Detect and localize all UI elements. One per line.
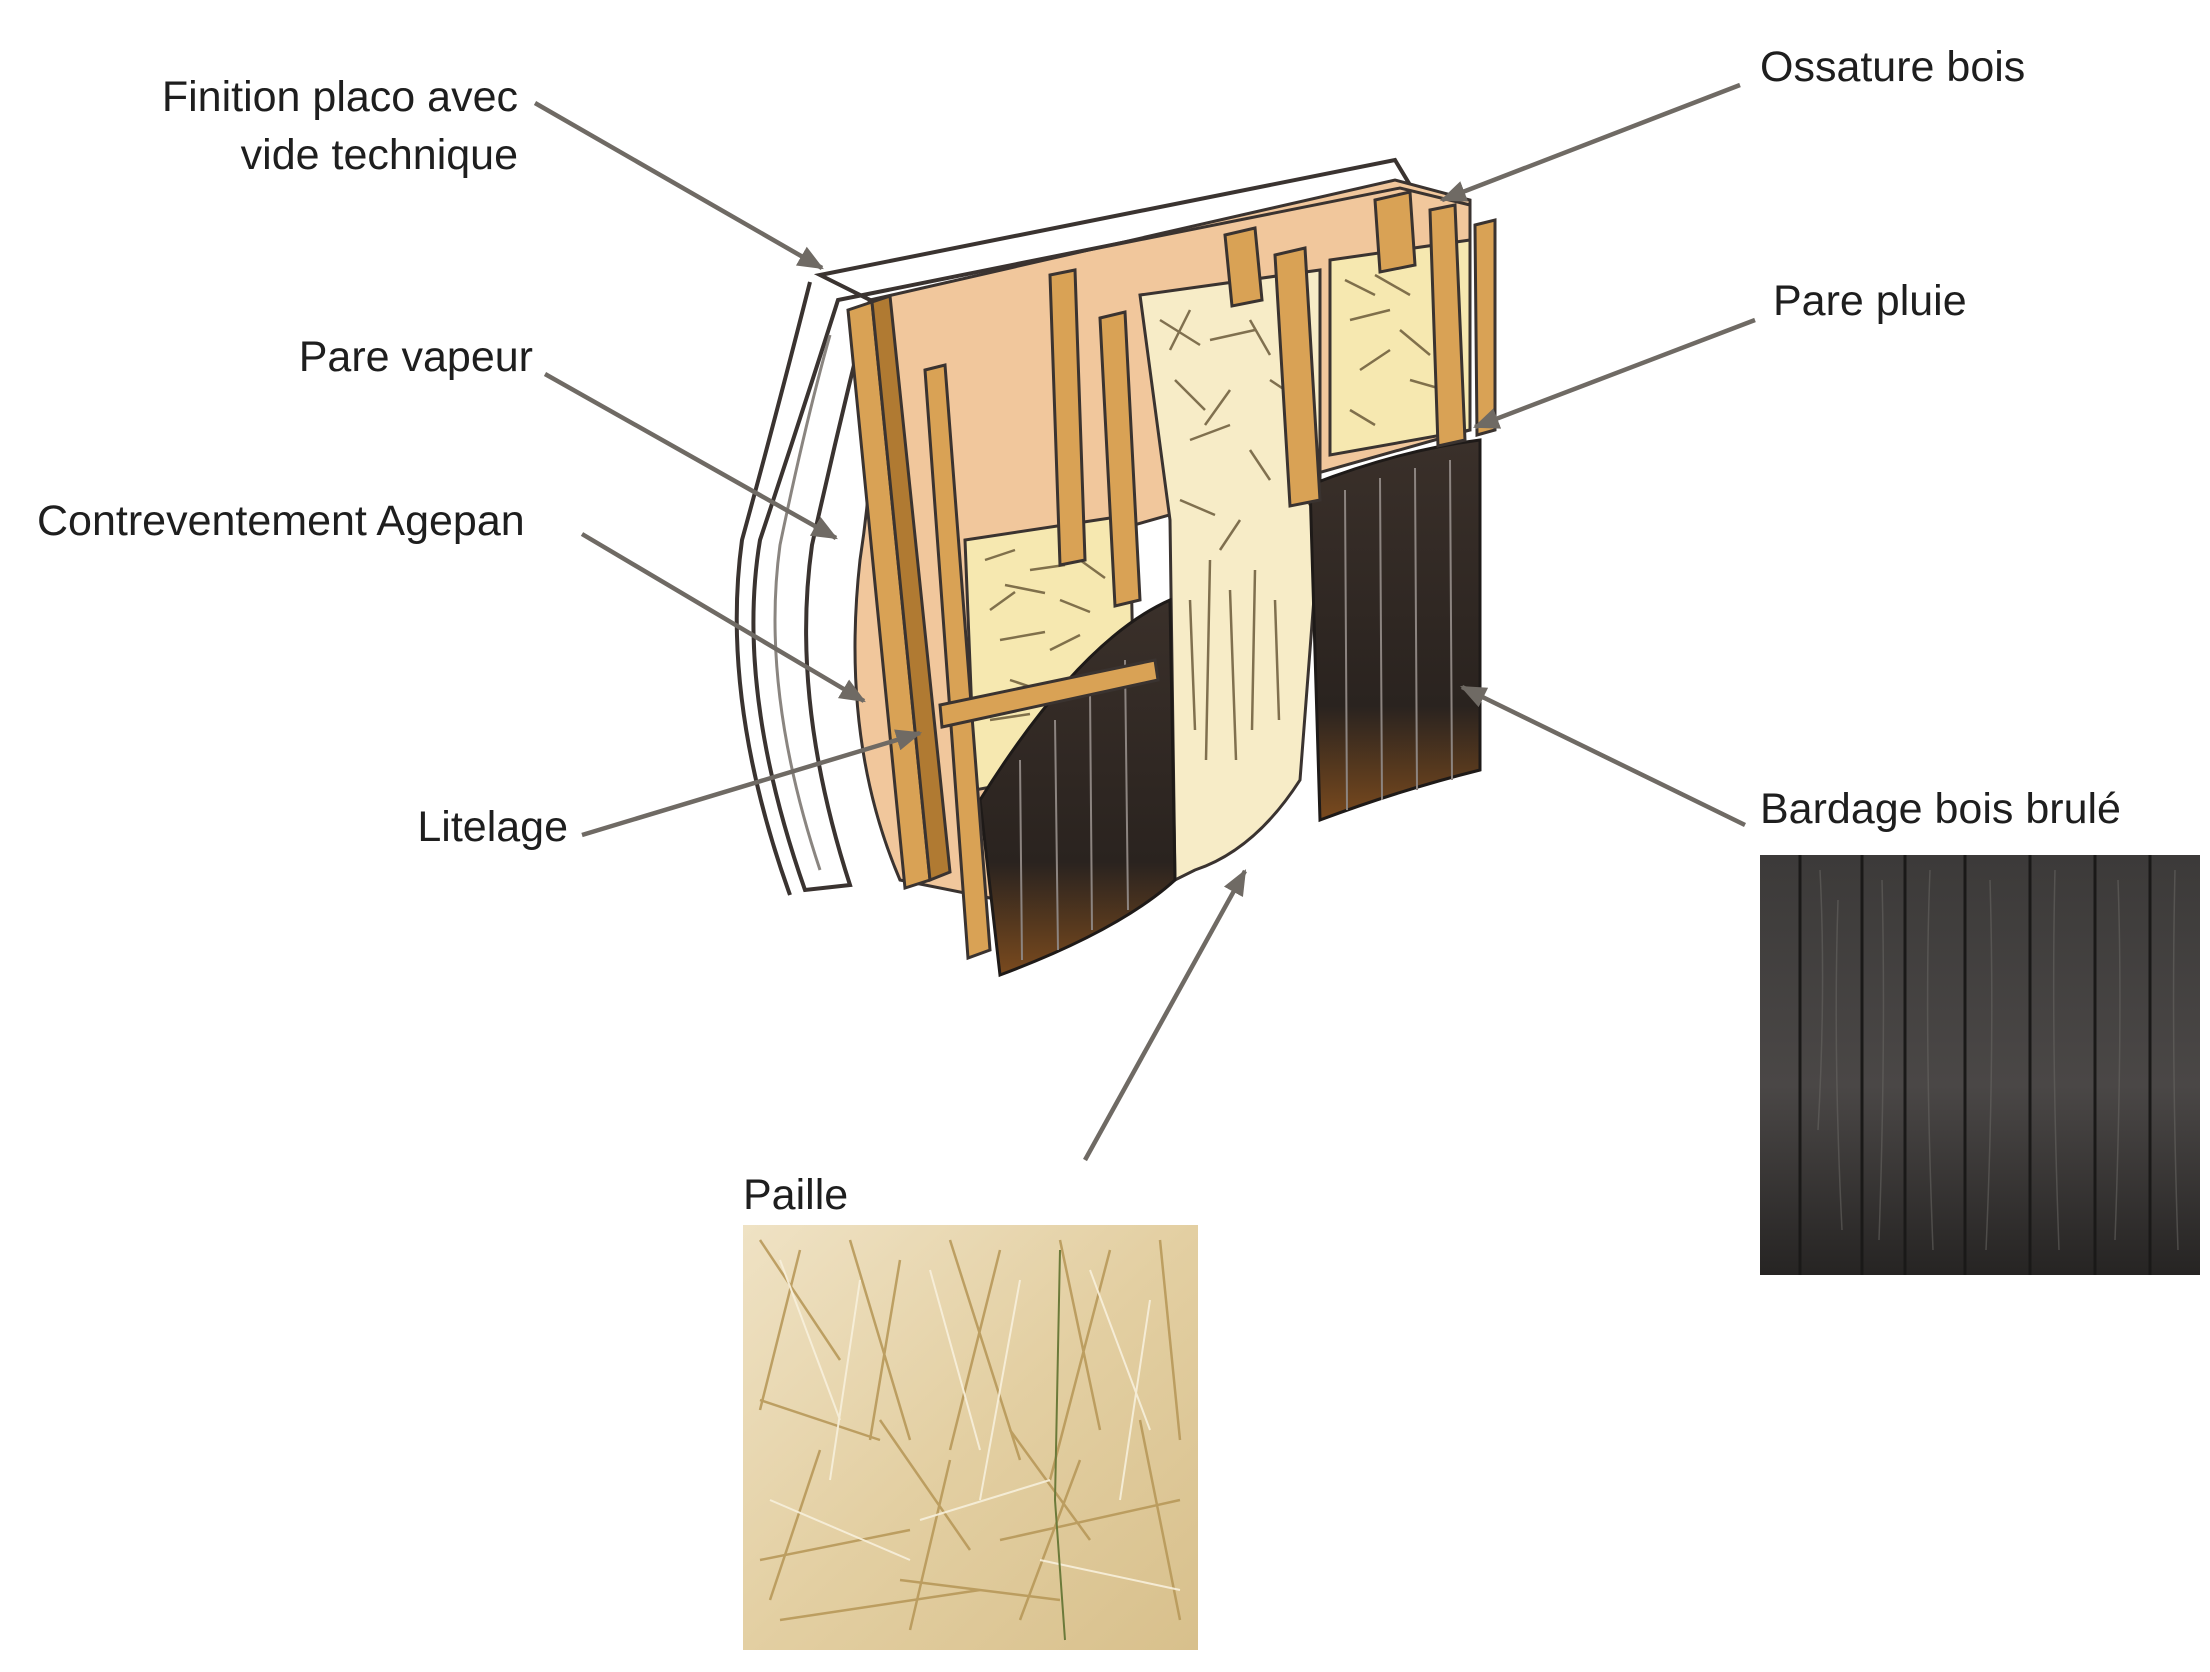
arrow-paille	[1083, 869, 1247, 1162]
label-paille: Paille	[743, 1171, 849, 1219]
wall-section-sketch-icon	[734, 157, 1497, 978]
arrow-bardage	[1460, 684, 1746, 828]
label-litelage: Litelage	[417, 803, 568, 851]
arrow-pare-pluie	[1472, 317, 1756, 430]
label-contreventement: Contreventement Agepan	[37, 497, 525, 545]
label-finition-line1: Finition placo avec	[161, 73, 518, 121]
arrow-litelage	[581, 729, 923, 838]
arrow-contreventement	[580, 532, 866, 703]
arrow-pare-vapeur	[543, 372, 838, 540]
arrow-finition	[533, 101, 824, 270]
label-pare-pluie: Pare pluie	[1773, 277, 1967, 325]
label-ossature: Ossature bois	[1760, 43, 2026, 91]
burnt-wood-swatch-icon	[1760, 855, 2200, 1275]
straw-swatch-icon	[743, 1225, 1198, 1650]
leader-arrows	[533, 82, 1756, 1162]
label-bardage: Bardage bois brulé	[1760, 785, 2121, 833]
label-pare-vapeur: Pare vapeur	[298, 333, 533, 381]
label-finition-line2: vide technique	[240, 131, 518, 179]
label-finition: Finition placo avec vide technique	[162, 68, 518, 184]
arrow-ossature	[1439, 82, 1741, 203]
